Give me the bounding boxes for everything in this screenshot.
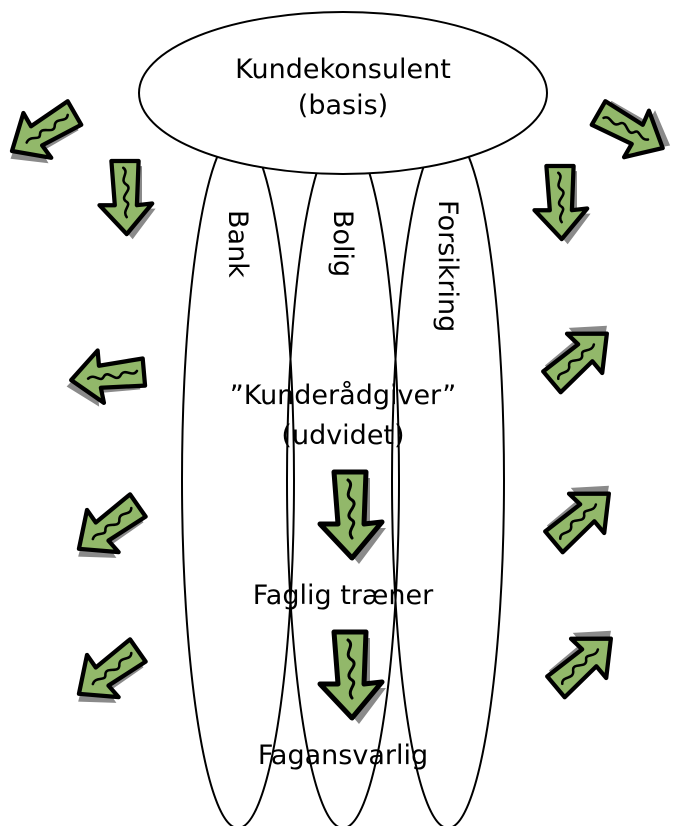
column-label-bank: Bank <box>222 210 253 278</box>
curly-arrow-icon-right-4 <box>534 468 630 561</box>
curly-arrow-icon-right-5 <box>536 613 632 706</box>
column-label-bolig: Bolig <box>327 210 358 277</box>
curly-arrow-icon-center-2 <box>320 632 386 724</box>
curly-arrow-icon-left-5 <box>59 630 155 721</box>
responsible-role-label: Fagansvarlig <box>258 740 428 771</box>
top-role-subtitle: (basis) <box>298 90 388 121</box>
curly-arrow-icon-right-1 <box>586 86 673 174</box>
curly-arrow-icon-left-1 <box>0 91 90 179</box>
curly-arrow-icon-left-4 <box>59 485 155 576</box>
curly-arrow-icon-left-2 <box>100 161 156 239</box>
curly-arrow-icon-center-1 <box>320 472 386 564</box>
trainer-role-label: Faglig træner <box>253 580 434 611</box>
curly-arrow-icon-right-3 <box>532 308 628 401</box>
top-role-title: Kundekonsulent <box>235 54 451 85</box>
curly-arrow-icon-left-3 <box>64 347 147 410</box>
column-label-forsikring: Forsikring <box>432 200 463 332</box>
middle-role-subtitle: (udvidet) <box>281 420 404 451</box>
middle-role-title: ”Kunderådgiver” <box>230 380 457 411</box>
curly-arrow-icon-right-2 <box>535 166 591 244</box>
